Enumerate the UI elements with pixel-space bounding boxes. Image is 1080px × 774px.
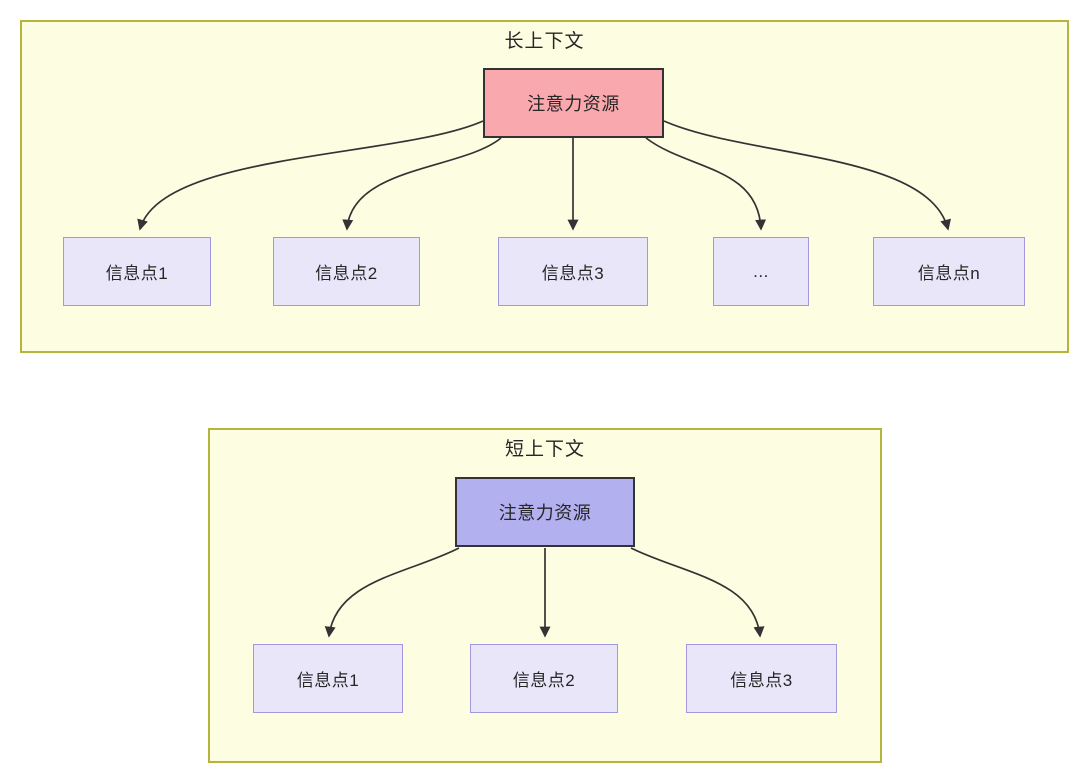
long-info-node-1: 信息点1 [63,237,211,306]
short-info-node-1: 信息点1 [253,644,403,713]
short-info-node-2: 信息点2 [470,644,618,713]
long-context-title: 长上下文 [504,31,585,52]
long-attention-resource-node: 注意力资源 [483,68,664,138]
long-info-node-2: 信息点2 [273,237,420,306]
long-info-node-3: 信息点3 [498,237,648,306]
short-context-title: 短上下文 [504,439,585,460]
short-attention-resource-node: 注意力资源 [455,477,635,547]
long-info-node-ellipsis: ... [713,237,809,306]
long-info-node-n: 信息点n [873,237,1025,306]
short-info-node-3: 信息点3 [686,644,837,713]
